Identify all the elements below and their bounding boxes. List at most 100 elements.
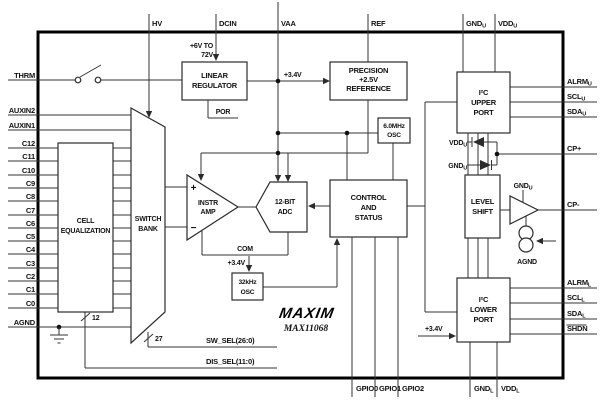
dis-sel-label: DIS_SEL(11:0) xyxy=(206,357,255,366)
cell-equalization-label-1: CELL xyxy=(77,218,95,225)
dcin-range-2: 72V xyxy=(201,52,213,59)
reference-box xyxy=(329,61,408,101)
i2c-lower-label-1: I²C xyxy=(479,295,489,304)
pin-label-gndu: GNDU xyxy=(466,19,486,30)
pin-label-c7: C7 xyxy=(26,206,35,215)
i2c-lower-port-box xyxy=(456,277,511,343)
cell-equalization-label-2: EQUALIZATION xyxy=(61,228,111,235)
pin-label-auxin1: AUXIN1 xyxy=(9,121,35,130)
pin-label-c0: C0 xyxy=(26,299,35,308)
pin-label-c8: C8 xyxy=(26,192,35,201)
bus27-label: 27 xyxy=(155,336,163,343)
pin-label-gpio1: GPIO1 xyxy=(379,384,401,393)
clamp-diode-to-vddu-icon xyxy=(471,137,484,147)
pin-label-c10: C10 xyxy=(22,166,35,175)
com-label: COM xyxy=(237,246,253,253)
switch-bank-shape xyxy=(130,106,166,345)
pin-label-c1: C1 xyxy=(26,285,35,294)
rail-label-reg: +3.4V xyxy=(284,72,302,79)
pin-label-c2: C2 xyxy=(26,272,35,281)
reference-label-2: +2.5V xyxy=(359,75,378,84)
level-shift-box xyxy=(464,174,501,239)
rail-label-lower-port: +3.4V xyxy=(425,326,443,333)
reference-label-3: REFERENCE xyxy=(346,84,391,93)
bus12-label: 12 xyxy=(92,315,100,322)
pin-label-thrm: THRM xyxy=(14,71,35,80)
pin-label-scll: SCLL xyxy=(567,293,585,304)
agnd-internal-label: AGND xyxy=(517,259,537,266)
level-shift-label-2: SHIFT xyxy=(472,207,493,216)
pin-label-hv: HV xyxy=(152,19,162,28)
pin-label-c5: C5 xyxy=(26,232,35,241)
adc-shape xyxy=(255,181,308,233)
pin-label-gpio2: GPIO2 xyxy=(402,384,424,393)
thrm-switch-icon xyxy=(74,64,102,84)
pin-label-alrml: ALRML xyxy=(567,278,592,289)
i2c-upper-label-3: PORT xyxy=(473,108,494,117)
osc-6mhz-box xyxy=(377,117,411,144)
linear-regulator-label-1: LINEAR xyxy=(201,71,229,80)
control-status-box xyxy=(329,179,408,238)
adc-label-1: 12-BIT xyxy=(275,199,296,206)
osc-32khz-box xyxy=(231,272,264,301)
junction-dots xyxy=(56,78,500,330)
adc-label-2: ADC xyxy=(278,209,293,216)
osc-6mhz-label-2: OSC xyxy=(387,132,401,139)
i2c-upper-label-1: I²C xyxy=(479,88,489,97)
arrowheads xyxy=(145,54,543,340)
pin-label-sclu: SCLU xyxy=(567,92,585,103)
current-source-icon xyxy=(518,225,534,253)
pin-label-auxin2: AUXIN2 xyxy=(9,106,35,115)
instr-amp-label-1: INSTR xyxy=(198,200,218,207)
pin-label-c4: C4 xyxy=(26,245,36,254)
buffer-gndu-label: GNDU xyxy=(514,183,533,192)
pin-label-sdal: SDAL xyxy=(567,309,586,320)
pin-label-gpio0: GPIO0 xyxy=(356,384,378,393)
pin-label-sdau: SDAU xyxy=(567,107,586,118)
switch-bank-label-2: BANK xyxy=(138,226,158,233)
pin-label-cp-plus: CP+ xyxy=(567,144,582,153)
clamp-diode-to-gndu-icon xyxy=(480,160,492,170)
pin-label-c9: C9 xyxy=(26,179,35,188)
chip-outline xyxy=(36,30,565,380)
part-number: MAX11068 xyxy=(283,324,329,334)
pin-label-vaa: VAA xyxy=(281,19,296,28)
pin-label-gndl: GNDL xyxy=(474,384,494,395)
i2c-lower-label-2: LOWER xyxy=(470,305,498,314)
control-status-label-2: AND xyxy=(361,203,377,212)
switch-bank-label-1: SWITCH xyxy=(135,216,162,223)
pin-label-agnd: AGND xyxy=(14,318,36,327)
instr-amp-shape xyxy=(186,173,240,242)
linear-regulator-label-2: REGULATOR xyxy=(192,81,238,90)
por-label: POR xyxy=(216,109,231,116)
clamp-vddu-label: VDDU xyxy=(449,140,467,149)
ground-symbol xyxy=(50,327,68,344)
pin-label-c6: C6 xyxy=(26,219,35,228)
i2c-upper-label-2: UPPER xyxy=(471,98,497,107)
control-status-label-3: STATUS xyxy=(355,213,383,222)
cell-equalization-box xyxy=(57,142,114,313)
level-shift-label-1: LEVEL xyxy=(471,197,495,206)
pin-label-cp-minus: CP- xyxy=(567,200,580,209)
osc-32khz-label-2: OSC xyxy=(241,289,255,296)
clamp-gndu-label: GNDU xyxy=(448,163,467,172)
reference-label-1: PRECISION xyxy=(349,66,388,75)
i2c-upper-port-box xyxy=(456,71,511,134)
sw-sel-label: SW_SEL(26:0) xyxy=(206,336,255,345)
maxim-logo: MAXIM xyxy=(278,305,336,322)
cp-buffer-shape xyxy=(509,195,540,225)
instr-amp-label-2: AMP xyxy=(201,209,216,216)
rail-label-osc32: +3.4V xyxy=(228,260,246,267)
pin-label-c12: C12 xyxy=(22,139,35,148)
pin-label-dcin: DCIN xyxy=(219,19,237,28)
pin-label-ref: REF xyxy=(371,19,386,28)
dcin-range-1: +6V TO xyxy=(190,43,214,50)
amp-minus-sign: − xyxy=(191,223,197,234)
pin-label-alrmu: ALRMU xyxy=(567,77,592,88)
amp-plus-sign: + xyxy=(191,183,197,194)
pin-label-shdn: SHDN xyxy=(567,324,587,333)
pin-label-vddl: VDDL xyxy=(501,384,520,395)
linear-regulator-box xyxy=(181,61,248,101)
